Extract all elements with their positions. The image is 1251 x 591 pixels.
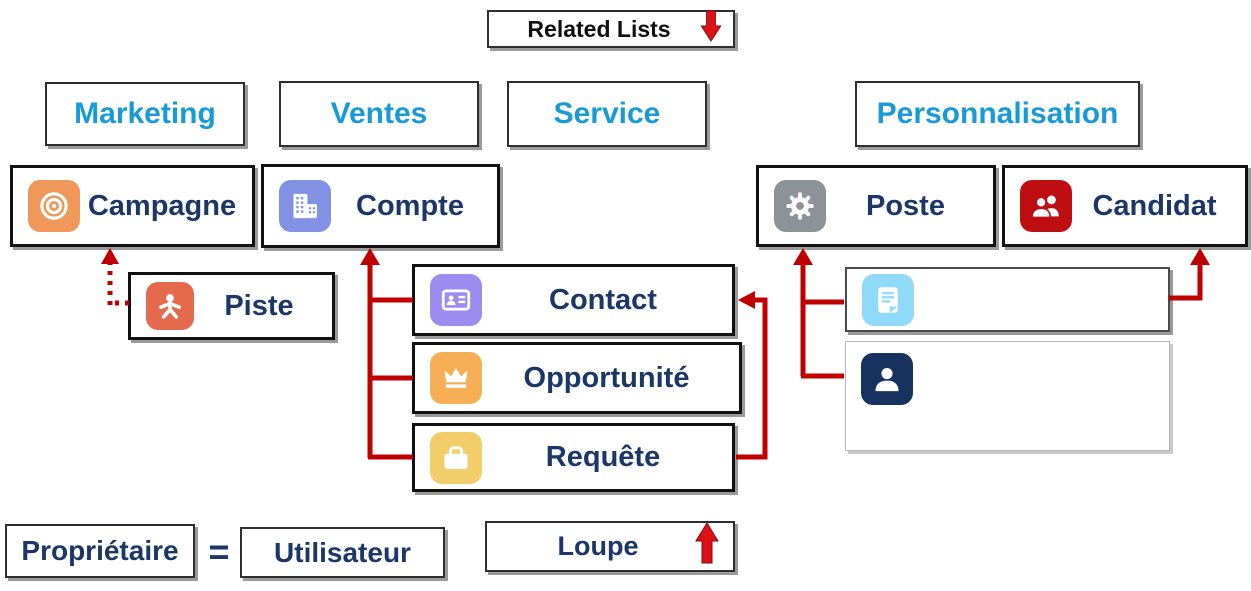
contact-box: Contact (412, 264, 735, 336)
lead-person-icon (146, 282, 194, 330)
arrowhead-poste (793, 248, 813, 265)
target-icon (28, 180, 80, 232)
poste-label: Poste (866, 189, 945, 222)
compte-label: Compte (356, 189, 464, 222)
loupe-legend: Loupe (485, 521, 735, 572)
candidat-box: Candidat (1002, 165, 1248, 247)
category-personnalisation: Personnalisation (855, 81, 1140, 147)
piste-label: Piste (224, 289, 294, 322)
equals-sign: = (208, 531, 230, 572)
category-ventes: Ventes (279, 81, 479, 147)
arrowhead-contact (738, 291, 755, 309)
campagne-label: Campagne (87, 189, 237, 222)
proprietaire-box: Propriétaire (5, 524, 195, 578)
related-lists-legend: Related Lists (487, 10, 735, 48)
arrowhead-campagne (101, 248, 119, 264)
up-arrow-icon (695, 522, 719, 571)
buildings-icon (279, 180, 331, 232)
gear-icon (774, 180, 826, 232)
document-icon (862, 273, 914, 326)
category-service-label: Service (553, 97, 661, 130)
contact-label: Contact (549, 283, 657, 316)
connector-document-candidat (1169, 260, 1203, 301)
campagne-box: Campagne (10, 165, 255, 247)
opportunite-label: Opportunité (523, 361, 690, 394)
opportunite-box: Opportunité (412, 342, 742, 414)
briefcase-icon (430, 431, 482, 484)
loupe-label: Loupe (557, 531, 639, 561)
category-personnalisation-label: Personnalisation (876, 97, 1119, 130)
down-arrow-icon (699, 10, 723, 48)
crown-icon (430, 352, 482, 404)
category-marketing: Marketing (45, 82, 245, 146)
requete-box: Requête (412, 423, 735, 492)
utilisateur-label: Utilisateur (274, 536, 411, 568)
piste-box: Piste (128, 272, 335, 340)
candidat-label: Candidat (1092, 189, 1217, 222)
utilisateur-box: Utilisateur (240, 527, 445, 578)
proprietaire-label: Propriétaire (21, 535, 179, 566)
category-service: Service (507, 81, 707, 147)
person-icon (861, 353, 913, 405)
arrowhead-candidat (1190, 248, 1210, 265)
document-box (845, 267, 1170, 332)
arrowhead-compte (360, 248, 380, 265)
contact-card-icon (430, 274, 482, 326)
requete-label: Requête (545, 441, 661, 473)
compte-box: Compte (261, 164, 500, 248)
poste-box: Poste (756, 165, 996, 247)
category-ventes-label: Ventes (330, 97, 428, 130)
people-icon (1020, 180, 1072, 232)
related-lists-label: Related Lists (527, 15, 671, 42)
person-box (845, 341, 1170, 451)
category-marketing-label: Marketing (74, 97, 216, 130)
